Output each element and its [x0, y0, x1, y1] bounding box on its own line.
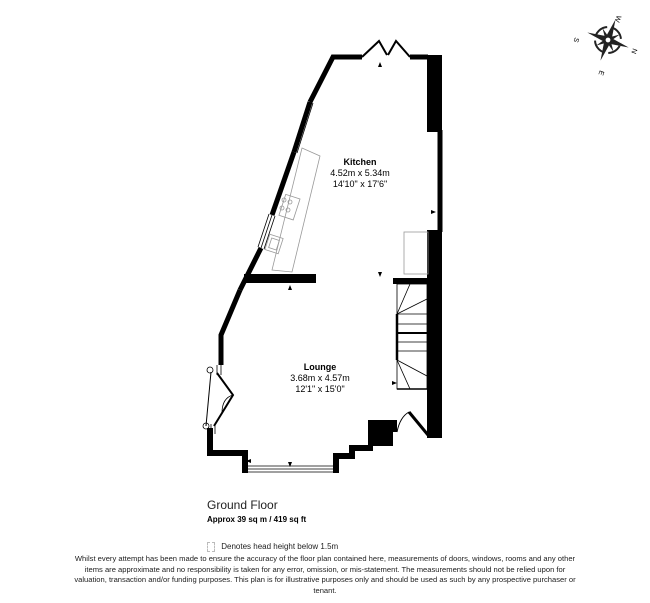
staircase [395, 283, 428, 390]
room-imperial: 12'1" x 15'0" [295, 384, 345, 394]
compass-rose-icon: W S N E [571, 14, 637, 76]
legend: Denotes head height below 1.5m [207, 542, 338, 552]
svg-text:W: W [613, 14, 622, 23]
walls [207, 39, 443, 473]
windows [210, 101, 333, 473]
room-imperial: 14'10" x 17'6" [332, 179, 388, 189]
room-name: Lounge [303, 362, 337, 372]
disclaimer: Whilst every attempt has been made to en… [74, 554, 576, 595]
head-height-swatch-icon [207, 542, 215, 552]
floor-area: Approx 39 sq m / 419 sq ft [207, 515, 307, 524]
room-metric: 3.68m x 4.57m [290, 373, 350, 383]
room-name: Kitchen [343, 157, 377, 167]
legend-text: Denotes head height below 1.5m [221, 542, 339, 552]
floor-title: Ground Floor [207, 498, 278, 512]
room-label-kitchen: Kitchen 4.52m x 5.34m 14'10" x 17'6" [310, 157, 410, 190]
room-label-lounge: Lounge 3.68m x 4.57m 12'1" x 15'0" [270, 362, 370, 395]
svg-text:S: S [571, 36, 579, 43]
room-metric: 4.52m x 5.34m [330, 168, 390, 178]
svg-text:N: N [629, 47, 637, 54]
direction-arrows [246, 62, 436, 467]
bifold-door [202, 366, 235, 430]
svg-text:E: E [596, 69, 604, 76]
kitchen-counter [264, 147, 429, 275]
